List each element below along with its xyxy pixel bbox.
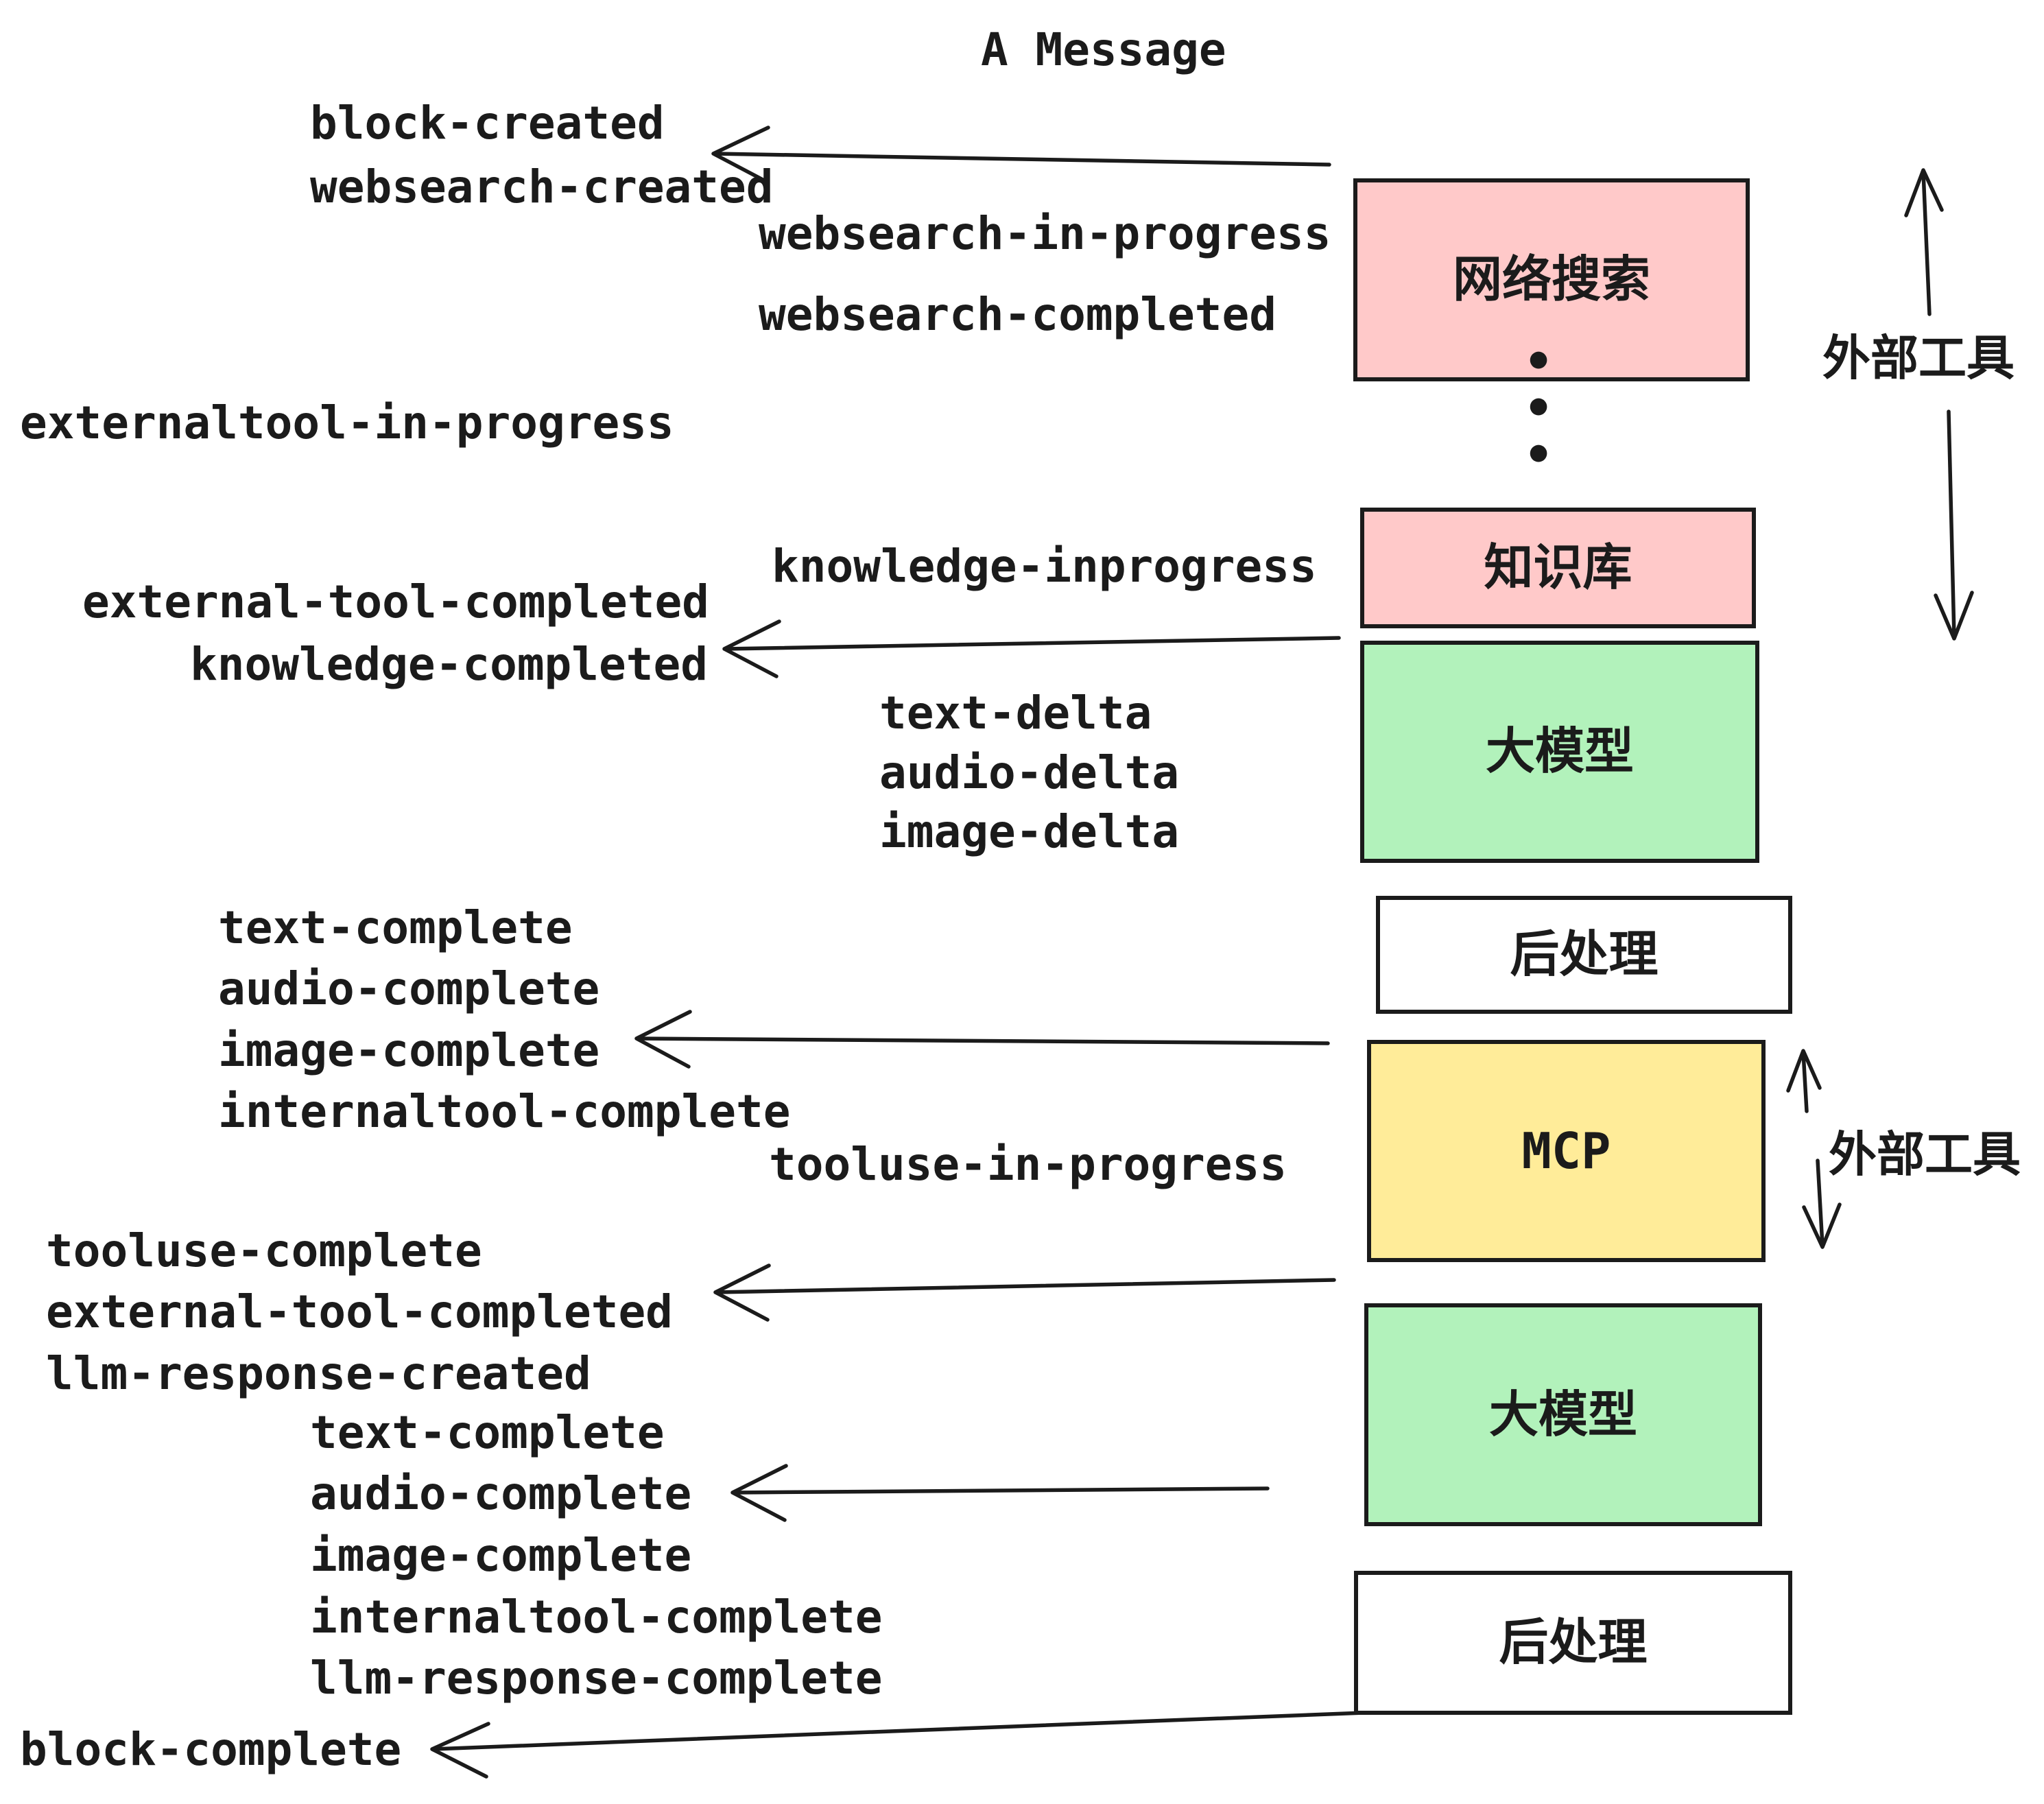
event-label-internaltool-complete: internaltool-complete	[218, 1085, 791, 1138]
event-label-block-complete: block-complete	[20, 1723, 402, 1776]
box-llm-bottom-label: 大模型	[1488, 1387, 1637, 1443]
box-knowledge-label: 知识库	[1484, 541, 1632, 595]
event-label-text-complete-2: text-complete	[310, 1406, 665, 1459]
arrow-to-block-complete-icon	[430, 1711, 1366, 1779]
event-label-external-tool-completed: external-tool-completed	[82, 575, 709, 628]
event-label-audio-complete: audio-complete	[218, 962, 600, 1015]
event-label-audio-delta: audio-delta	[879, 746, 1180, 799]
diagram-title: A Message	[981, 23, 1226, 76]
event-label-websearch-in-progress: websearch-in-progress	[759, 207, 1331, 260]
box-post-processing-bottom: 后处理	[1354, 1571, 1792, 1715]
arrow-to-knowledge-completed-icon	[722, 619, 1341, 678]
external-tools-down-arrow-icon	[1934, 410, 1974, 641]
arrow-to-tooluse-complete-icon	[713, 1263, 1336, 1322]
arrow-to-audio-complete-icon	[730, 1464, 1270, 1522]
box-websearch-label: 网络搜索	[1452, 252, 1650, 307]
box-llm-top-label: 大模型	[1485, 724, 1634, 779]
event-label-image-complete: image-complete	[218, 1024, 600, 1077]
event-label-llm-response-created: llm-response-created	[46, 1347, 591, 1400]
event-label-image-complete-2: image-complete	[310, 1529, 692, 1582]
event-label-websearch-created: websearch-created	[310, 161, 774, 213]
event-label-llm-response-complete: llm-response-complete	[310, 1652, 883, 1705]
external-tools-down-arrow-2-icon	[1802, 1159, 1842, 1249]
external-tools-label-bottom: 外部工具	[1829, 1128, 2021, 1181]
box-knowledge: 知识库	[1360, 508, 1756, 628]
box-post-processing-top: 后处理	[1376, 896, 1792, 1014]
event-label-externaltool-in-progress: externaltool-in-progress	[20, 396, 674, 449]
box-post-processing-top-label: 后处理	[1510, 927, 1659, 982]
event-label-text-delta: text-delta	[879, 687, 1152, 739]
arrow-to-image-complete-icon	[634, 1010, 1330, 1069]
event-label-knowledge-completed: knowledge-completed	[190, 638, 708, 691]
event-label-internaltool-complete-2: internaltool-complete	[310, 1591, 883, 1643]
event-label-tooluse-in-progress: tooluse-in-progress	[769, 1138, 1287, 1191]
event-label-image-delta: image-delta	[879, 805, 1180, 858]
event-label-text-complete: text-complete	[218, 901, 573, 954]
ellipsis-dot-icon-2: •	[1524, 380, 1554, 436]
box-mcp: MCP	[1367, 1040, 1766, 1262]
external-tools-up-arrow-icon	[1904, 168, 1944, 316]
event-label-tooluse-complete: tooluse-complete	[46, 1224, 482, 1277]
event-label-block-created: block-created	[310, 97, 665, 150]
event-label-audio-complete-2: audio-complete	[310, 1467, 692, 1520]
box-post-processing-bottom-label: 后处理	[1499, 1615, 1648, 1670]
event-label-knowledge-inprogress: knowledge-inprogress	[772, 540, 1317, 593]
event-label-external-tool-completed-2: external-tool-completed	[46, 1285, 673, 1338]
box-websearch: 网络搜索	[1353, 178, 1750, 381]
arrow-to-websearch-created-icon	[711, 126, 1331, 183]
box-llm-bottom: 大模型	[1364, 1303, 1762, 1526]
ellipsis-dot-icon: •	[1524, 333, 1554, 390]
box-llm-top: 大模型	[1360, 641, 1759, 863]
external-tools-label-top: 外部工具	[1822, 331, 2015, 385]
external-tools-up-arrow-2-icon	[1786, 1049, 1822, 1113]
ellipsis-dot-icon-3: •	[1524, 427, 1554, 483]
box-mcp-label: MCP	[1521, 1122, 1611, 1180]
event-label-websearch-completed: websearch-completed	[759, 288, 1276, 341]
